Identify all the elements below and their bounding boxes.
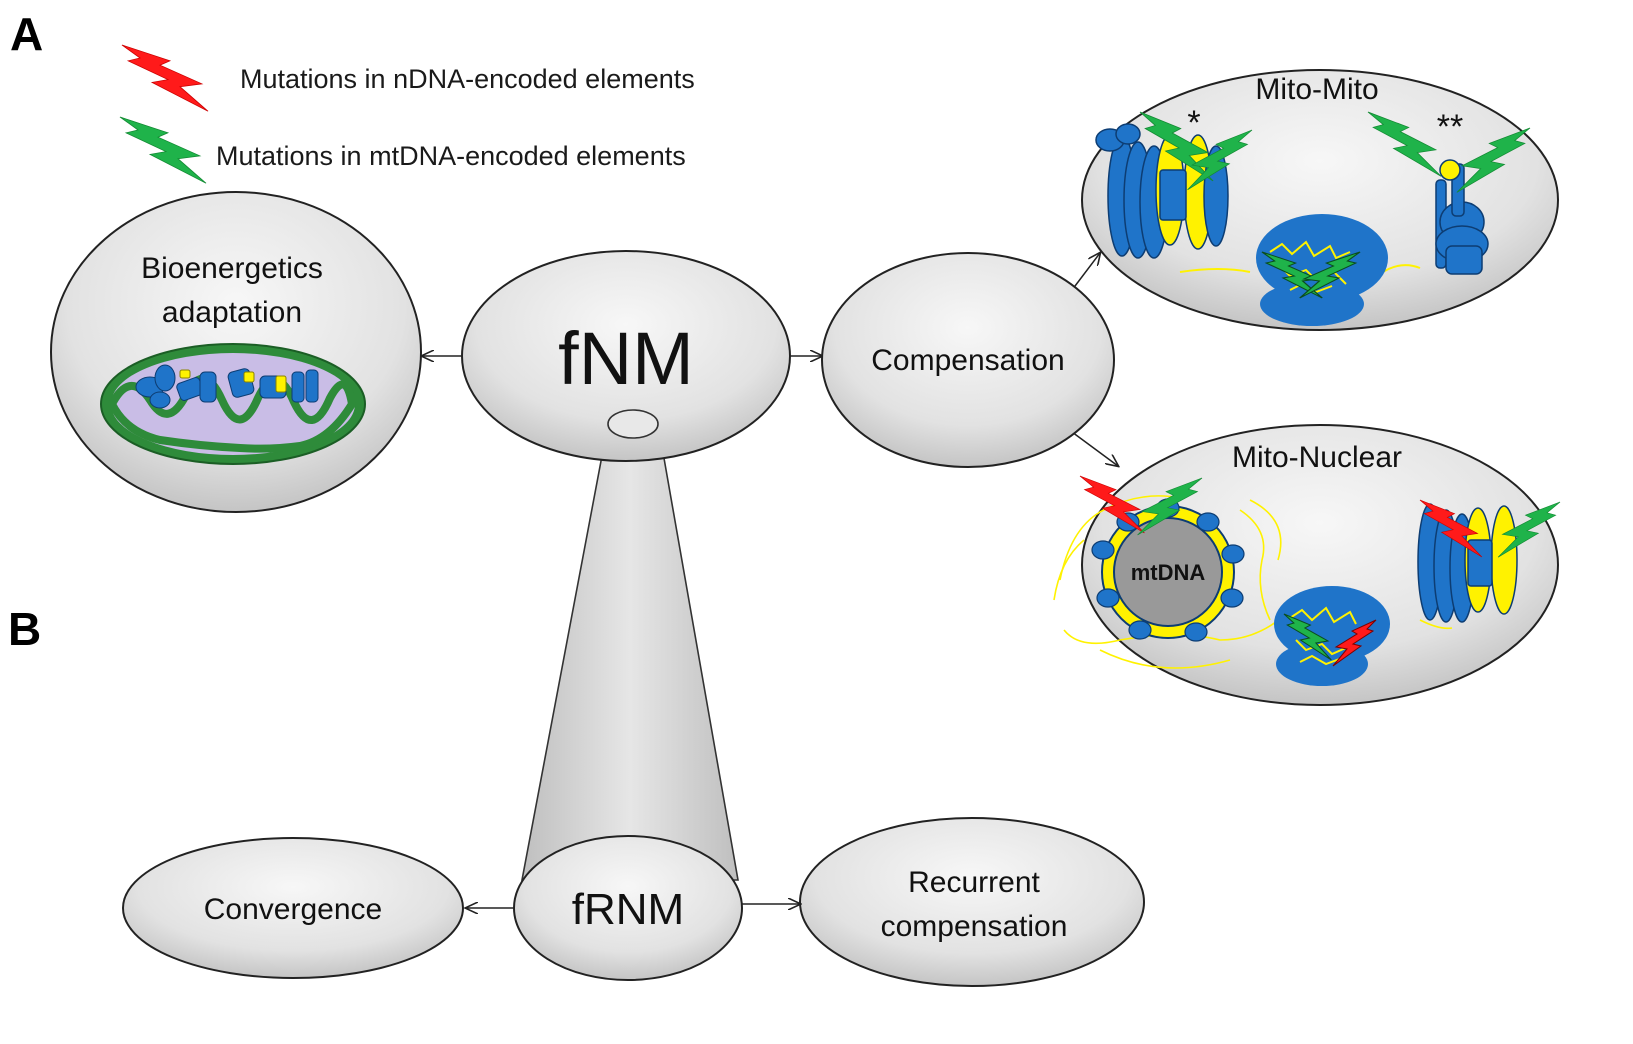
mito-mito-label: Mito-Mito bbox=[1255, 73, 1378, 106]
mitochondrion-icon bbox=[100, 343, 366, 465]
mtdna-label: mtDNA bbox=[1131, 560, 1206, 585]
ribosome-icon bbox=[1274, 586, 1390, 686]
mito-nuclear-node: Mito-Nuclear bbox=[1053, 424, 1561, 706]
mito-mito-node: Mito-Mito * ** bbox=[1081, 69, 1559, 331]
panel-label-a: A bbox=[10, 8, 43, 60]
recurrent-compensation-node: Recurrent compensation bbox=[799, 817, 1145, 987]
legend: Mutations in nDNA-encoded elements Mutat… bbox=[119, 44, 695, 184]
arrow-to-mito-nuclear bbox=[1071, 431, 1118, 466]
bioenergetics-node: Bioenergetics adaptation bbox=[50, 191, 422, 513]
mito-mito-single-star: * bbox=[1187, 104, 1200, 142]
ribosome-icon bbox=[1179, 214, 1421, 326]
recurrent-label-line1: Recurrent bbox=[908, 866, 1040, 899]
mito-nuclear-label: Mito-Nuclear bbox=[1232, 441, 1402, 474]
convergence-label: Convergence bbox=[204, 893, 382, 926]
fnm-label: fNM bbox=[558, 317, 694, 400]
mrna-threads-icon bbox=[1053, 495, 1453, 669]
fnm-node: fNM bbox=[461, 250, 791, 462]
panel-label-b: B bbox=[8, 603, 41, 655]
recurrent-label-line2: compensation bbox=[881, 910, 1068, 943]
red-bolt-icon bbox=[121, 44, 209, 112]
cone-top-cap bbox=[607, 409, 659, 439]
frnm-node: fRNM bbox=[513, 835, 743, 981]
respiratory-complex-icon bbox=[1417, 503, 1518, 623]
lineage-cone bbox=[521, 423, 739, 881]
convergence-node: Convergence bbox=[122, 837, 464, 979]
bioenergetics-label-line2: adaptation bbox=[162, 296, 302, 329]
compensation-label: Compensation bbox=[871, 344, 1064, 377]
frnm-label: fRNM bbox=[572, 885, 684, 934]
legend-ndna-label: Mutations in nDNA-encoded elements bbox=[240, 64, 695, 94]
bioenergetics-label-line1: Bioenergetics bbox=[141, 252, 323, 285]
mito-mito-double-star: ** bbox=[1437, 108, 1463, 146]
legend-mtdna-label: Mutations in mtDNA-encoded elements bbox=[216, 141, 686, 171]
arrow-to-mito-mito bbox=[1071, 253, 1100, 291]
compensation-node: Compensation bbox=[821, 252, 1115, 468]
green-bolt-icon bbox=[119, 116, 207, 184]
atp-synthase-icon bbox=[1435, 159, 1489, 275]
respiratory-complex-icon bbox=[1095, 123, 1229, 259]
